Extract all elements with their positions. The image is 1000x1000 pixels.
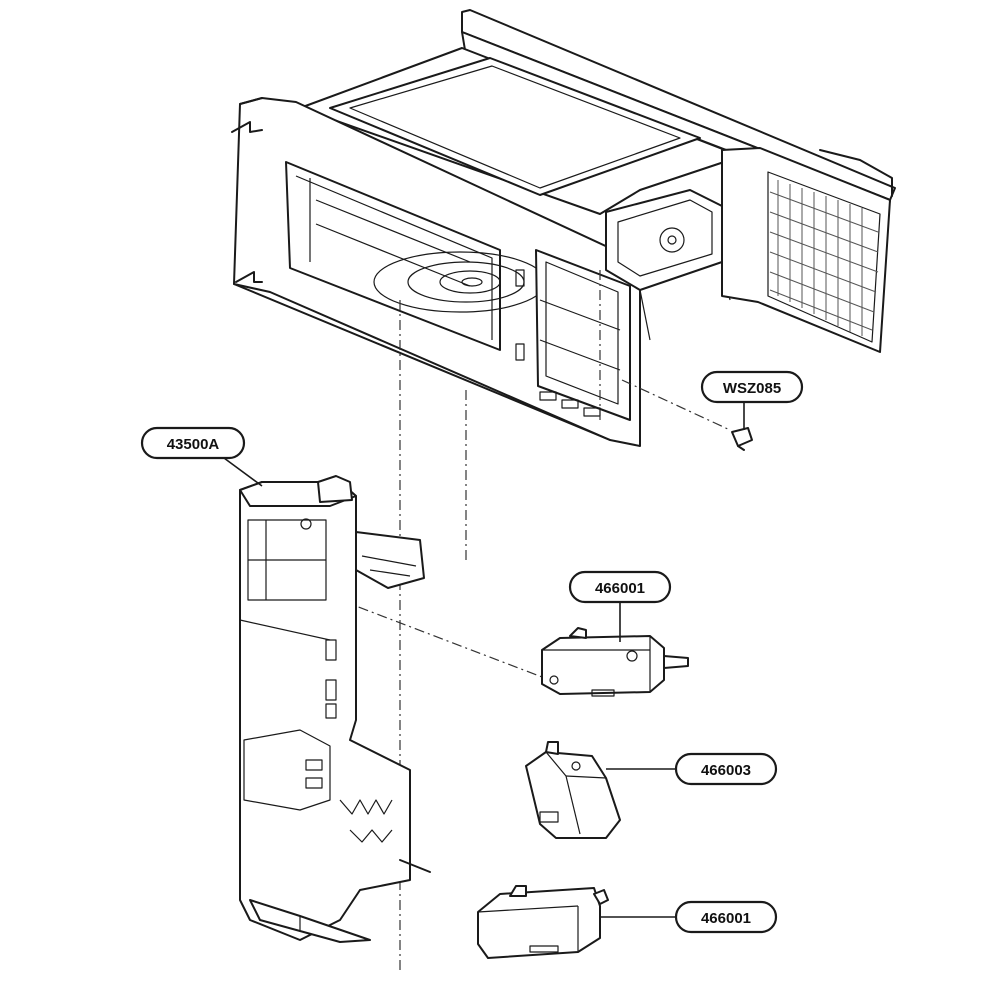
assembly-guide-lines xyxy=(339,270,731,970)
callout-466003: 466003 xyxy=(606,752,778,786)
microwave-cavity-assembly xyxy=(231,9,896,447)
callout-43500a: 43500A xyxy=(140,426,263,487)
callout-label-466001-top: 466001 xyxy=(595,580,645,597)
door-latch-assembly-43500a[interactable] xyxy=(239,475,431,943)
callout-wsz085: WSZ085 xyxy=(700,370,804,430)
switch-466001-bottom[interactable] xyxy=(477,885,609,959)
callout-label-wsz085: WSZ085 xyxy=(723,380,781,397)
switch-466003[interactable] xyxy=(525,741,621,839)
screw-wsz085[interactable] xyxy=(731,427,753,451)
callout-466001-bottom: 466001 xyxy=(600,900,778,934)
vent-mesh xyxy=(769,180,879,336)
callout-label-466003: 466003 xyxy=(701,762,751,779)
callout-label-43500a: 43500A xyxy=(167,436,220,453)
callout-466001-top: 466001 xyxy=(568,570,672,642)
switch-466001-top[interactable] xyxy=(541,627,689,697)
callout-label-466001-bottom: 466001 xyxy=(701,910,751,927)
